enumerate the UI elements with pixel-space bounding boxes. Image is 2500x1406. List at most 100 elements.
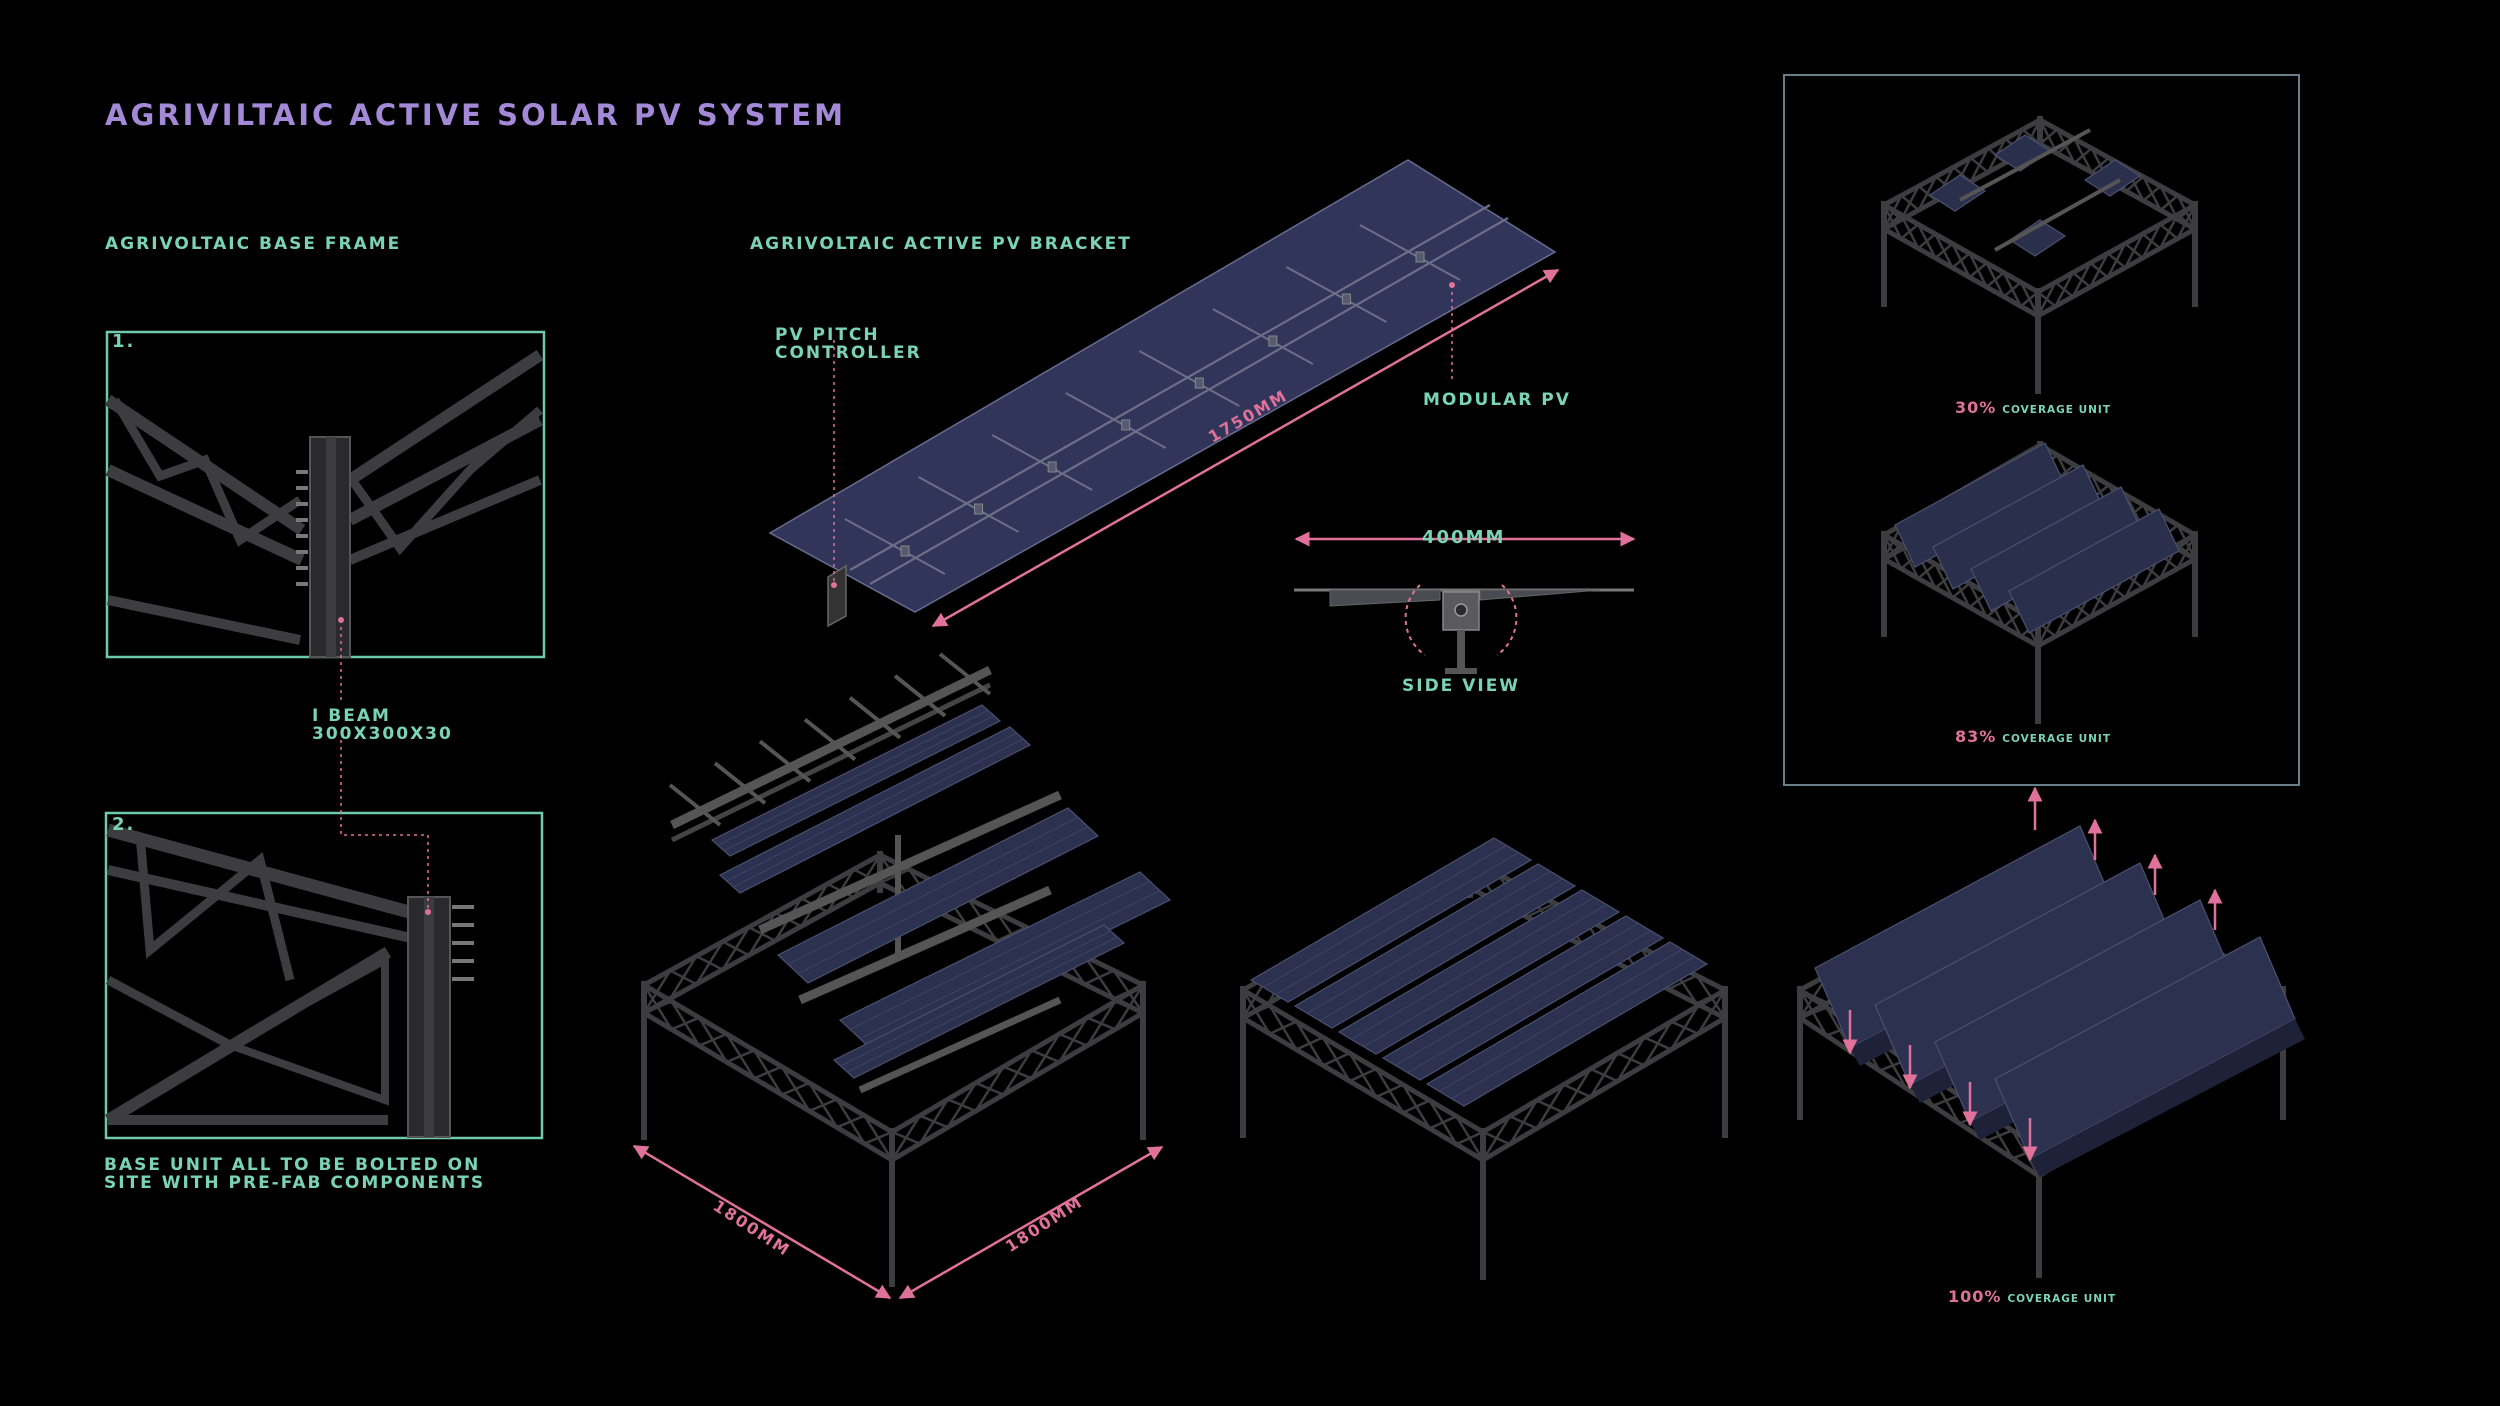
truss-diagonal — [1670, 1020, 1699, 1035]
truss-diagonal — [698, 1017, 728, 1063]
truss-diagonal — [1969, 147, 1990, 183]
truss-diagonal — [1321, 1036, 1351, 1082]
truss-top-chord — [1882, 117, 2042, 208]
truss-diagonal — [725, 1033, 756, 1079]
truss-diagonal — [2002, 602, 2023, 637]
pv-cell-line — [726, 732, 1017, 882]
small-pv-module — [1928, 174, 1987, 212]
exploded-cross-arm — [938, 652, 992, 696]
coverage-label-30: 30%COVERAGE UNIT — [1955, 398, 2111, 417]
pitch-controller-body — [827, 564, 847, 628]
truss-diagonal — [2090, 156, 2110, 174]
exploded-panel-4 — [838, 871, 1172, 1049]
leader-dot — [425, 909, 431, 915]
girder-left-web — [111, 397, 303, 547]
coverage-30-rail — [1959, 128, 2091, 202]
coverage-30-rail — [1994, 178, 2121, 252]
pv-cell-line — [1439, 948, 1683, 1092]
truss-bottom-chord — [2036, 556, 2197, 649]
pv-cell-line — [840, 930, 1111, 1067]
truss-top-chord — [878, 852, 1145, 988]
truss-diagonal — [808, 1082, 838, 1128]
detail-box-2 — [104, 811, 544, 1140]
girder-left-bottom — [105, 464, 305, 566]
truss-diagonal — [2142, 185, 2162, 202]
small-pv-module — [2083, 159, 2142, 197]
flat-array-panel — [1425, 941, 1709, 1107]
truss-diagonal — [2002, 272, 2023, 307]
truss-diagonal — [669, 955, 698, 1000]
truss-diagonal — [2054, 281, 2074, 298]
truss-diagonal — [1968, 252, 1988, 288]
rotation-arc-left — [1404, 584, 1426, 656]
truss-diagonal — [1985, 262, 2005, 298]
pv-cell-line — [847, 936, 1118, 1073]
bolt — [452, 977, 474, 981]
truss-diagonal — [1348, 1052, 1378, 1098]
exploded-cross-arm — [713, 761, 767, 805]
truss-top-chord — [1481, 987, 1727, 1135]
exploded-panel-1 — [710, 704, 1002, 857]
bolt — [296, 470, 308, 474]
exploded-panel-5 — [832, 924, 1126, 1079]
coverage-percent: 83% — [1955, 727, 1997, 746]
exploded-cross-arm — [668, 783, 722, 827]
truss-diagonal — [2125, 175, 2145, 193]
girder-2-brace — [105, 976, 233, 1049]
truss-bottom-chord — [1882, 556, 2040, 649]
truss-bottom-chord — [1481, 1015, 1727, 1163]
exploded-panel-2 — [718, 726, 1032, 894]
panel-1-number: 1. — [112, 331, 136, 352]
girder-2-chord — [106, 865, 422, 945]
bracket-cross-arm — [844, 518, 946, 575]
truss-diagonal — [1455, 1115, 1485, 1161]
flat-array-panel — [1381, 915, 1665, 1081]
truss-diagonal — [695, 941, 724, 985]
truss-diagonal — [1428, 1099, 1458, 1145]
truss-diagonal — [1798, 989, 1828, 1037]
pv-cell-line — [1263, 844, 1507, 988]
truss-diagonal — [1526, 902, 1556, 919]
truss-diagonal — [1899, 544, 1920, 579]
truss-diagonal — [1968, 582, 1988, 618]
exploded-rail-upper — [670, 665, 992, 830]
pv-cell-line — [1407, 930, 1651, 1074]
exploded-cross-arm — [848, 696, 902, 740]
bracket-rail-2 — [869, 217, 1509, 585]
side-view-post — [1457, 630, 1465, 670]
truss-top-chord — [642, 982, 894, 1135]
truss-diagonal — [1917, 223, 1937, 259]
truss-diagonal — [721, 926, 750, 971]
truss-diagonal — [1934, 563, 1954, 599]
truss-bottom-chord — [642, 880, 882, 1016]
truss-diagonal — [891, 1130, 921, 1145]
truss-diagonal — [1616, 1051, 1645, 1067]
base-unit-note: BASE UNIT ALL TO BE BOLTED ON SITE WITH … — [104, 1155, 486, 1193]
ibeam-leader-lower — [340, 740, 429, 912]
bolt — [452, 905, 474, 909]
exploded-cross-arm — [803, 717, 857, 762]
bolt — [296, 566, 308, 570]
pv-cell-line — [859, 890, 1161, 1040]
truss-diagonal — [835, 1098, 866, 1145]
bracket-clamp — [1121, 419, 1131, 431]
tilted-pv-panel-underside — [2030, 1019, 2305, 1177]
truss-diagonal — [1482, 1130, 1511, 1146]
truss-diagonal — [1058, 1032, 1088, 1047]
truss-bottom-chord — [642, 1010, 894, 1163]
exploded-rail-middle — [758, 790, 1062, 935]
truss-diagonal — [1295, 1020, 1325, 1066]
i-beam-label: I BEAM 300X300X30 — [312, 706, 453, 744]
pv-cell-line — [849, 880, 1151, 1030]
truss-diagonal — [1030, 1049, 1060, 1064]
truss-diagonal — [2141, 233, 2161, 250]
small-pv-module — [2008, 219, 2067, 257]
truss-bottom-chord — [1241, 1015, 1485, 1163]
side-view-width-dimension: 400MM — [1422, 527, 1506, 548]
coverage-options-box — [1783, 74, 2300, 786]
bolt — [296, 518, 308, 522]
coverage-text: COVERAGE UNIT — [2002, 404, 2111, 416]
pv-cell-line — [1363, 904, 1607, 1048]
pv-cell-line — [787, 816, 1079, 965]
